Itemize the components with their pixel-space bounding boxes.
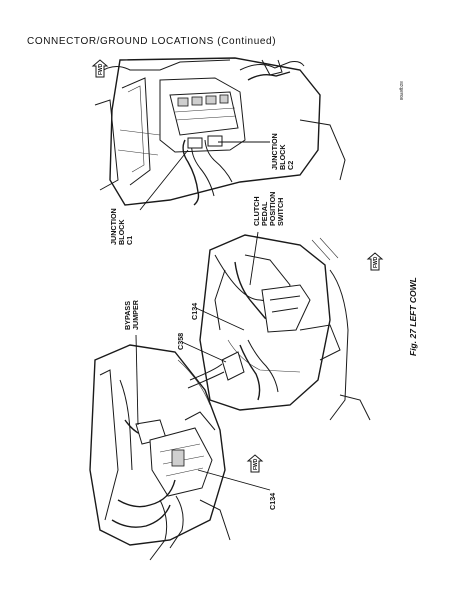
svg-text:FWD: FWD bbox=[373, 256, 379, 268]
svg-text:BYPASS JUMPER: BYPASS JUMPER bbox=[123, 299, 140, 330]
svg-text:C134: C134 bbox=[268, 493, 277, 510]
svg-text:FWD: FWD bbox=[98, 63, 104, 75]
callout-c134-upper: C134 bbox=[190, 303, 245, 331]
fwd-arrow-icon: FWD bbox=[246, 454, 264, 473]
clutch-switch-view bbox=[187, 234, 371, 421]
svg-text:CLUTCH PEDAL POSIT: CLUTCH PEDAL POSITION SWITCH bbox=[252, 190, 285, 226]
bypass-jumper-view bbox=[89, 344, 231, 561]
svg-text:C358: C358 bbox=[176, 333, 185, 350]
junction-block-view bbox=[94, 57, 346, 206]
callout-c358: C358 bbox=[176, 333, 227, 363]
fwd-arrow-icon: FWD bbox=[366, 252, 384, 271]
callout-bypass-jumper: BYPASS JUMPER bbox=[123, 299, 140, 426]
fwd-arrow-icon: FWD bbox=[91, 59, 109, 78]
callout-c134-lower: C134 bbox=[197, 469, 277, 510]
figure-id: 80a9fb28 bbox=[399, 81, 404, 100]
figure-caption: Fig. 27 LEFT COWL bbox=[408, 277, 418, 356]
callout-junction-block-c2: JUNCTION BLOCK C2 bbox=[218, 131, 295, 170]
callout-junction-block-c1: JUNCTION BLOCK C1 bbox=[109, 149, 189, 245]
page-title: CONNECTOR/GROUND LOCATIONS (Continued) bbox=[27, 36, 277, 47]
svg-text:FWD: FWD bbox=[253, 458, 259, 470]
svg-text:JUNCTION BLOCK C2: JUNCTION BLOCK C2 bbox=[270, 131, 295, 170]
svg-text:JUNCTION BLOCK C1: JUNCTION BLOCK C1 bbox=[109, 206, 134, 245]
svg-text:C134: C134 bbox=[190, 303, 199, 320]
callout-clutch-pedal-switch: CLUTCH PEDAL POSITION SWITCH bbox=[249, 190, 285, 286]
